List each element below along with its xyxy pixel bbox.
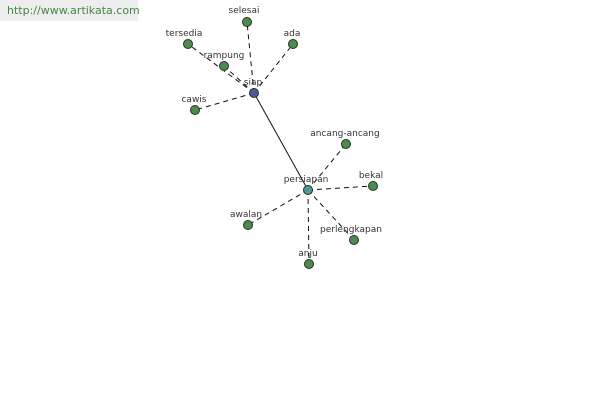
edge-siap-persiapan — [253, 92, 309, 191]
node-label-siap: siap — [244, 78, 263, 88]
node-label-anju: anju — [298, 249, 317, 259]
edge-siap-cawis — [194, 92, 255, 111]
edge-siap-rampung — [223, 65, 255, 94]
labels-layer: siap persiapan selesai ada tersedia rampung ca… — [166, 6, 384, 259]
edge-siap-ada — [253, 43, 294, 94]
node-tersedia[interactable] — [183, 39, 193, 49]
node-ada[interactable] — [288, 39, 298, 49]
edge-siap-selesai — [246, 21, 255, 94]
node-label-cawis: cawis — [181, 95, 206, 105]
edge-persiapan-bekal — [307, 185, 374, 191]
node-siap[interactable] — [249, 88, 259, 98]
node-perlengkapan[interactable] — [349, 235, 359, 245]
edge-persiapan-awalan — [247, 189, 309, 226]
node-awalan[interactable] — [243, 220, 253, 230]
node-label-ada: ada — [284, 29, 301, 39]
node-anju[interactable] — [304, 259, 314, 269]
edge-persiapan-anju — [307, 189, 310, 265]
node-cawis[interactable] — [190, 105, 200, 115]
node-label-awalan: awalan — [230, 210, 262, 220]
edge-persiapan-ancang-ancang — [307, 143, 347, 191]
edge-siap-tersedia — [187, 43, 255, 94]
edges-layer — [187, 21, 374, 265]
watermark-url: http://www.artikata.com — [7, 4, 140, 17]
node-label-perlengkapan: perlengkapan — [320, 225, 382, 235]
node-selesai[interactable] — [242, 17, 252, 27]
node-ancang-ancang[interactable] — [341, 139, 351, 149]
node-label-selesai: selesai — [229, 6, 260, 16]
edge-persiapan-perlengkapan — [307, 189, 355, 241]
nodes-layer — [183, 17, 378, 269]
node-label-bekal: bekal — [359, 171, 383, 181]
node-persiapan[interactable] — [303, 185, 313, 195]
node-label-tersedia: tersedia — [166, 29, 203, 39]
node-bekal[interactable] — [368, 181, 378, 191]
node-label-persiapan: persiapan — [284, 175, 329, 185]
node-label-rampung: rampung — [204, 51, 245, 61]
watermark-banner: http://www.artikata.com — [0, 0, 140, 21]
node-label-ancang-ancang: ancang-ancang — [310, 129, 379, 139]
node-rampung[interactable] — [219, 61, 229, 71]
